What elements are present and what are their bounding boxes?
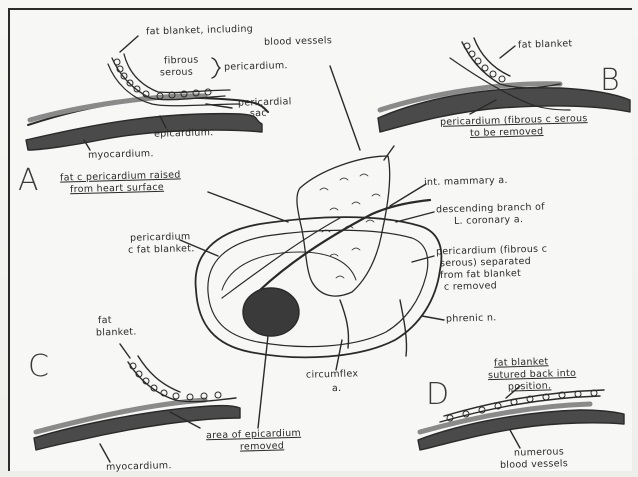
label-fat-blanket-b: fat blanket xyxy=(518,39,573,50)
panel-c-myocardium xyxy=(34,406,240,450)
chest-opening-inner xyxy=(208,230,428,346)
panel-label-b: B xyxy=(600,66,620,96)
label-sutured-1: fat blanket xyxy=(494,357,549,368)
label-fat-c-2: blanket. xyxy=(96,327,137,338)
fat-blanket-flap xyxy=(297,156,390,296)
leader-epicardium-area xyxy=(258,336,268,428)
panel-c-drawing xyxy=(34,344,240,462)
panel-label-d: D xyxy=(426,380,449,410)
panel-d-leader-vessels xyxy=(510,430,520,448)
label-removed-b-2: to be removed xyxy=(470,127,544,139)
label-circumflex-1: circumflex xyxy=(306,369,359,380)
panel-label-a: A xyxy=(18,166,39,196)
label-fat-blanket-vessels-2: blood vessels xyxy=(264,36,332,48)
label-separated-3: from fat blanket xyxy=(440,269,521,281)
panel-a-leader-fat xyxy=(120,36,138,52)
label-phrenic: phrenic n. xyxy=(446,313,497,324)
panel-label-c: C xyxy=(28,352,49,382)
descending-coronary-artery xyxy=(260,200,430,290)
panel-c-leader-myocardium xyxy=(100,444,110,462)
panel-a-drawing xyxy=(26,36,268,150)
label-vessels-1: numerous xyxy=(514,447,564,458)
leader-phrenic xyxy=(422,316,444,320)
label-sutured-3: position. xyxy=(508,381,552,392)
leader-raised xyxy=(208,192,288,222)
label-circumflex-2: a. xyxy=(332,384,342,394)
label-pericardial-sac-2: sac xyxy=(250,109,267,119)
label-fibrous: fibrous xyxy=(164,56,199,67)
label-vessels-2: blood vessels xyxy=(500,459,568,471)
label-fat-c-1: fat xyxy=(98,316,112,326)
leader-blood-vessels xyxy=(330,66,360,150)
label-pericardium-fat-2: c fat blanket. xyxy=(128,244,195,256)
phrenic-nerve xyxy=(400,300,407,356)
panel-b-leader-fat xyxy=(500,46,515,58)
label-epicardium-area-2: removed xyxy=(240,441,284,452)
epicardium-area xyxy=(243,288,299,336)
label-myocardium-c: myocardium. xyxy=(106,461,172,473)
panel-a-brace xyxy=(212,58,220,78)
chest-opening-outer xyxy=(196,217,442,357)
label-pericardium-a: pericardium. xyxy=(224,61,288,73)
label-separated-4: c removed xyxy=(444,281,497,292)
label-descending-2: L. coronary a. xyxy=(454,215,524,227)
leader-descending xyxy=(396,212,434,222)
panel-b-fat-cells xyxy=(464,43,505,82)
panel-c-leader-fat xyxy=(120,344,130,358)
heart-contour xyxy=(222,252,356,290)
label-serous: serous xyxy=(160,68,193,79)
panel-d-myocardium xyxy=(418,410,624,450)
panel-a-myocardium xyxy=(26,114,262,150)
label-pericardium-fat-1: pericardium xyxy=(130,232,191,244)
label-myocardium-a: myocardium. xyxy=(88,149,154,161)
int-mammary-artery xyxy=(222,218,340,298)
leader-separated xyxy=(412,256,434,262)
label-epicardium-a: epicardium. xyxy=(154,128,214,140)
